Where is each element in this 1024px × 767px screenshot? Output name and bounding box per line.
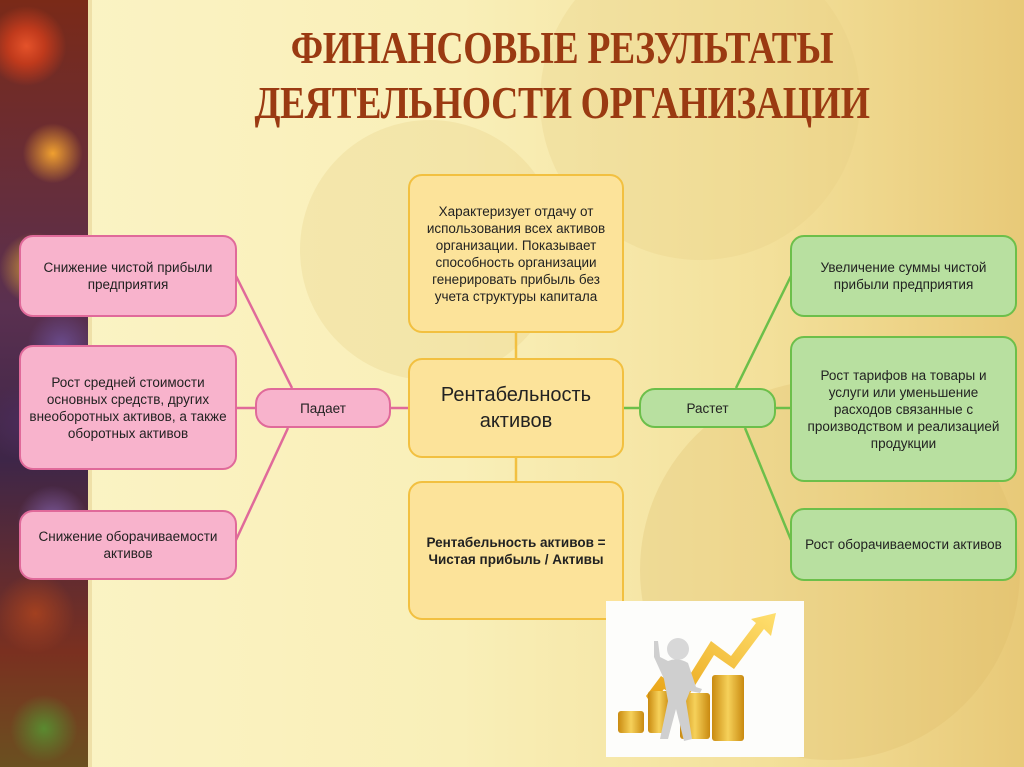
main-concept-box: Рентабельность активов — [408, 358, 624, 458]
formula-box: Рентабельность активов = Чистая прибыль … — [408, 481, 624, 620]
growth-coins-figure-icon — [606, 601, 804, 757]
description-box: Характеризует отдачу от использования вс… — [408, 174, 624, 333]
hub-label: Падает — [300, 400, 346, 416]
description-text: Характеризует отдачу от использования вс… — [426, 203, 606, 304]
increase-factor-tariffs: Рост тарифов на товары и услуги или умен… — [790, 336, 1017, 482]
factor-text: Рост тарифов на товары и услуги или умен… — [807, 367, 1000, 451]
slide-title-line2: ДЕЯТЕЛЬНОСТИ ОРГАНИЗАЦИИ — [254, 77, 870, 128]
increase-factor-net-profit: Увеличение суммы чистой прибыли предприя… — [790, 235, 1017, 317]
formula-text: Рентабельность активов = Чистая прибыль … — [426, 534, 606, 567]
factor-text: Снижение чистой прибыли предприятия — [43, 260, 213, 292]
slide-title-line1: ФИНАНСОВЫЕ РЕЗУЛЬТАТЫ — [290, 22, 834, 73]
decrease-hub: Падает — [255, 388, 391, 428]
factor-text: Рост оборачиваемости активов — [805, 537, 1002, 552]
increase-hub: Растет — [639, 388, 776, 428]
decrease-factor-net-profit: Снижение чистой прибыли предприятия — [19, 235, 237, 317]
factor-text: Увеличение суммы чистой прибыли предприя… — [820, 260, 987, 292]
decrease-factor-turnover: Снижение оборачиваемости активов — [19, 510, 237, 580]
main-concept-text: Рентабельность активов — [440, 384, 592, 432]
hub-label: Растет — [686, 400, 729, 416]
increase-factor-turnover: Рост оборачиваемости активов — [790, 508, 1017, 581]
factor-text: Рост средней стоимости основных средств,… — [29, 374, 227, 441]
decrease-factor-asset-cost: Рост средней стоимости основных средств,… — [19, 345, 237, 470]
factor-text: Снижение оборачиваемости активов — [38, 529, 218, 561]
